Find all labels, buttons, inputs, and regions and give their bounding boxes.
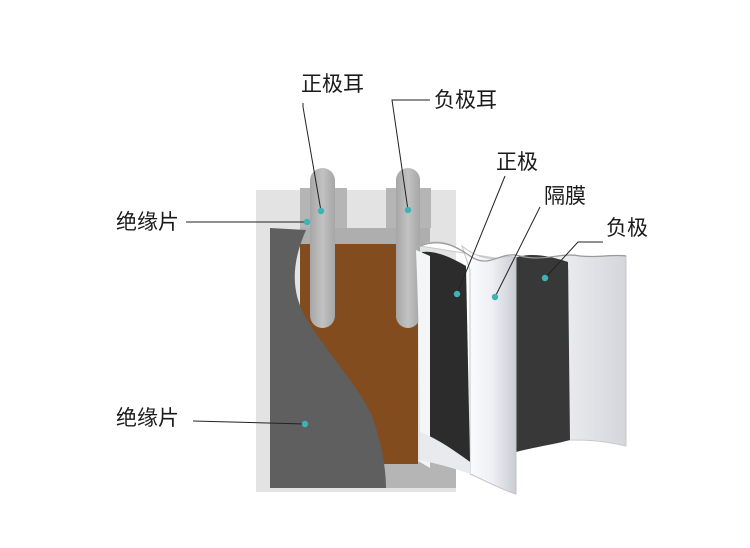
marker-insulation-top: [303, 218, 311, 226]
negative-electrode-layer: [515, 255, 570, 452]
positive-tab-shape: [310, 168, 335, 328]
label-insulation-top: 绝缘片: [116, 210, 179, 234]
label-negative-electrode: 负极: [606, 216, 648, 240]
separator-bottom-flap: [420, 432, 470, 474]
negative-tab-shape: [396, 168, 420, 328]
label-positive-tab: 正极耳: [301, 72, 364, 96]
leader-positive-tab: [302, 103, 322, 212]
marker-insulation-bottom: [301, 420, 309, 428]
marker-negative-electrode: [541, 274, 549, 282]
marker-positive-electrode: [453, 290, 461, 298]
layer-top-edge-highlight: [419, 242, 627, 262]
separator-curl-edge: [416, 250, 430, 468]
label-separator: 隔膜: [544, 184, 586, 208]
casing-bottom-strip: [384, 462, 456, 488]
marker-positive-tab: [317, 207, 325, 215]
separator-layer-middle: [460, 244, 517, 495]
label-negative-tab: 负极耳: [434, 88, 497, 112]
leader-negative-electrode: [544, 241, 603, 279]
leader-insulation-bottom: [192, 420, 306, 425]
insulation-sheet: [270, 228, 386, 488]
marker-separator: [491, 293, 499, 301]
positive-electrode-layer: [420, 251, 470, 462]
leader-positive-electrode: [456, 175, 506, 295]
label-insulation-bottom: 绝缘片: [116, 406, 179, 430]
leader-separator: [494, 206, 541, 298]
leader-negative-tab: [391, 99, 430, 211]
label-positive-electrode: 正极: [496, 150, 538, 174]
marker-negative-tab: [404, 206, 412, 214]
